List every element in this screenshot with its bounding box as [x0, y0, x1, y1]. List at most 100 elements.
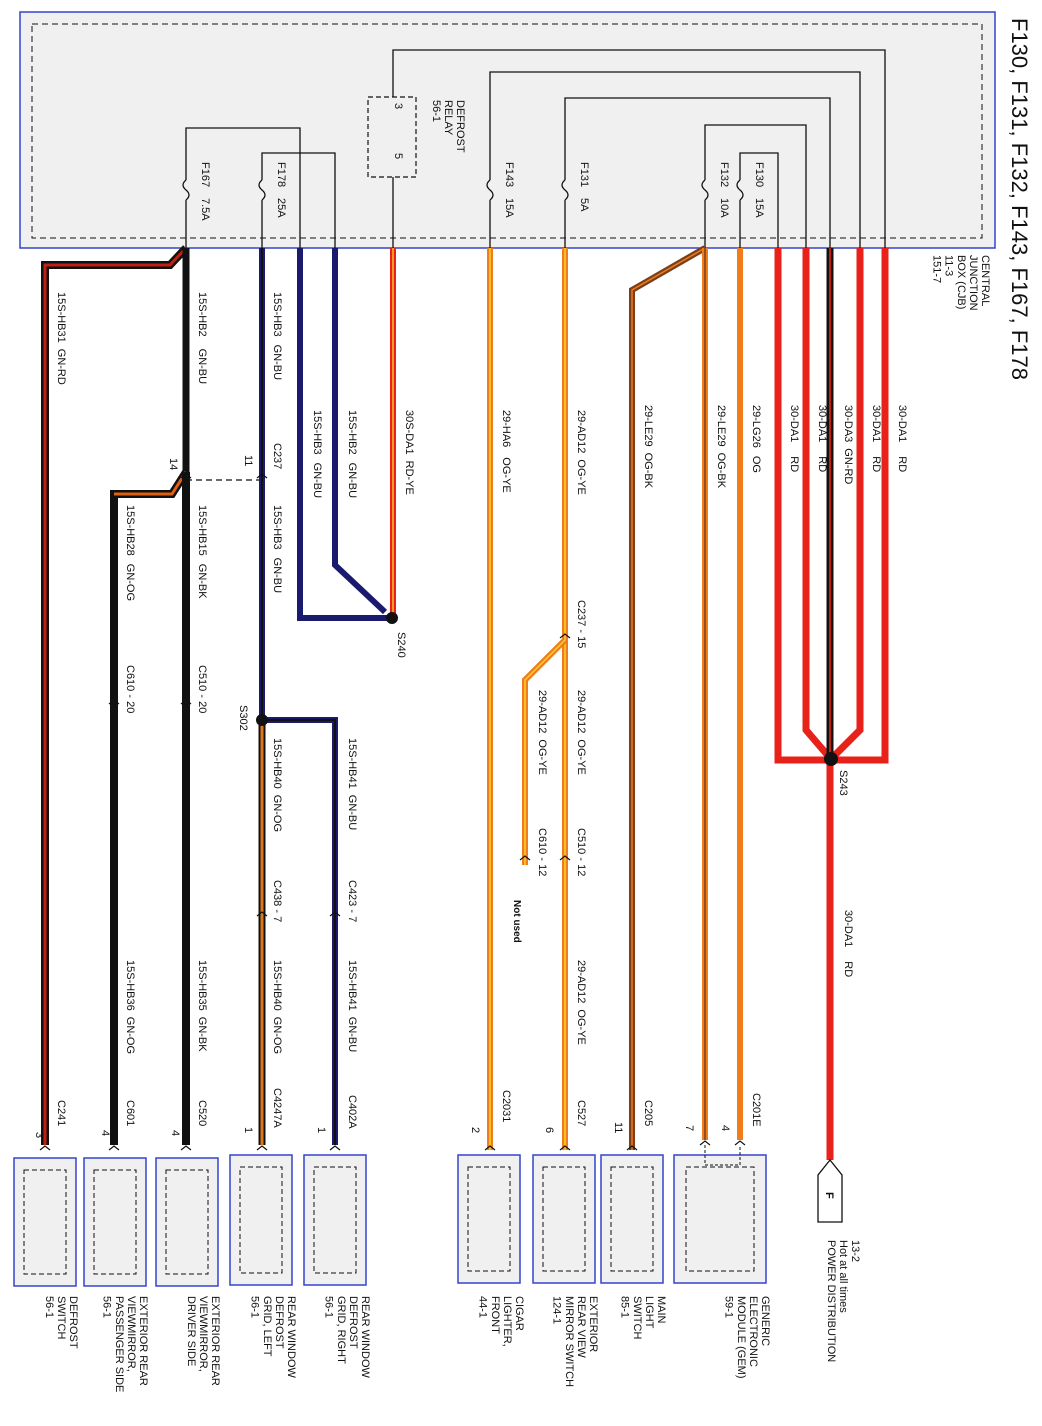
- c520-label: C520: [196, 1100, 208, 1126]
- wire-label: 15S-HB2GN-BU: [196, 292, 208, 384]
- svg-text:15A: 15A: [753, 198, 765, 218]
- component-defrost-switch: [13, 1157, 77, 1287]
- component-boxes: [13, 1145, 767, 1287]
- wire-label: 29-AD12OG-YE: [575, 690, 587, 775]
- wire-15S-HB28: [110, 469, 190, 1145]
- c241-label: C241: [55, 1100, 67, 1126]
- wire-label: 29-AD12OG-YE: [575, 410, 587, 495]
- svg-text:3: 3: [33, 1132, 45, 1138]
- label-mirror-passenger: EXTERIOR REARVIEWMIRROR,PASSENGER SIDE56…: [101, 1296, 149, 1392]
- power-distribution: F 13-2Hot at all timesPOWER DISTRIBUTION: [817, 1158, 861, 1362]
- c438-7-label: C438 - 7: [271, 880, 283, 922]
- wire-label: 30-DA1RD: [788, 405, 800, 472]
- label-cigar-lighter: CIGARLIGHTER,FRONT44-1: [477, 1296, 525, 1347]
- wire-label: 15S-HB35GN-BK: [196, 960, 208, 1052]
- svg-text:4: 4: [169, 1130, 181, 1136]
- svg-text:4: 4: [719, 1125, 731, 1131]
- relay-pin-5: 5: [392, 153, 404, 159]
- svg-text:25A: 25A: [275, 198, 287, 218]
- wire-label: 15S-HB36GN-OG: [124, 960, 136, 1054]
- c610-20-label: C610 - 20: [124, 665, 136, 713]
- c510-20-label: C510 - 20: [196, 665, 208, 713]
- svg-text:5A: 5A: [578, 198, 590, 212]
- c205-label: C205: [642, 1100, 654, 1126]
- c601-label: C601: [124, 1100, 136, 1126]
- label-main-light: MAINLIGHTSWITCH85-1: [619, 1296, 667, 1339]
- svg-text:15A: 15A: [503, 198, 515, 218]
- component-gem: [673, 1145, 767, 1284]
- power-label: 13-2Hot at all timesPOWER DISTRIBUTION: [825, 1240, 861, 1362]
- wire-label: 29-AD12OG-YE: [536, 690, 548, 775]
- wire-label: 15S-HB3GN-BU: [271, 292, 283, 380]
- component-mirror-passenger: [83, 1157, 147, 1287]
- wire-label: 29-HA6OG-YE: [500, 410, 512, 493]
- relay-label: DEFROSTRELAY56-1: [430, 100, 466, 153]
- label-grid-left: REAR WINDOWDEFROSTGRID, LEFT56-1: [249, 1296, 297, 1379]
- wire-30-DA1-bundle: [774, 248, 889, 1160]
- cjb-internal-wiring: [185, 49, 886, 248]
- wire-label: 29-AD12OG-YE: [575, 960, 587, 1045]
- wire-15S-HB31: [41, 245, 189, 1145]
- fuse-F178: F178 25A: [258, 162, 287, 218]
- svg-text:F130: F130: [753, 162, 765, 187]
- c237-label: C237: [271, 443, 283, 469]
- splice-S302: [256, 714, 268, 726]
- c2031-label: C2031: [500, 1090, 512, 1122]
- label-grid-right: REAR WINDOWDEFROSTGRID, RIGHT56-1: [323, 1296, 371, 1379]
- c402a-label: C402A: [346, 1095, 358, 1129]
- wire-label: 30S-DA1RD-YE: [403, 410, 415, 495]
- wire-15S-HB2-to-S240: [332, 248, 388, 615]
- wire-label: 15S-HB41GN-BU: [346, 960, 358, 1052]
- component-pins: 3 4 4 1 1 2 6 11 7 4: [33, 1122, 731, 1138]
- svg-text:2: 2: [469, 1127, 481, 1133]
- wire-label: 15S-HB31GN-RD: [55, 292, 67, 385]
- label-gem: GENERICELECTRONICMODULE (GEM)59-1: [723, 1296, 771, 1379]
- svg-text:F: F: [823, 1192, 835, 1199]
- svg-text:7.5A: 7.5A: [199, 198, 211, 221]
- wire-label: 15S-HB3GN-BU: [271, 505, 283, 593]
- fuse-F130: F130 15A: [736, 162, 765, 218]
- wire-label: 15S-HB40GN-OG: [271, 738, 283, 832]
- svg-text:F143: F143: [503, 162, 515, 187]
- svg-text:6: 6: [543, 1127, 555, 1133]
- svg-text:4: 4: [99, 1130, 111, 1136]
- wire-label: 30-DA1RD: [816, 405, 828, 472]
- label-mirror-driver: EXTERIOR REARVIEWMIRROR,DRIVER SIDE: [185, 1296, 221, 1386]
- c237-15-label: C237 - 15: [575, 600, 587, 648]
- defrost-relay: 3 5 DEFROSTRELAY56-1: [367, 96, 466, 178]
- fuse-F143: F143 15A: [486, 162, 515, 218]
- c4247a-label: C4247A: [271, 1088, 283, 1128]
- wire-29-AD12: [522, 248, 568, 1150]
- wire-label: 15S-HB3GN-BU: [311, 410, 323, 498]
- wire-label: 30-DA3GN-RD: [842, 405, 854, 484]
- component-mirror-switch: [532, 1154, 596, 1284]
- cjb-label: CENTRALJUNCTIONBOX (CJB)11-3151-7: [931, 255, 991, 311]
- wire-label: 30-DA1RD: [870, 405, 882, 472]
- wire-label: 30-DA1RD: [842, 910, 854, 977]
- not-used-label: Not used: [511, 900, 522, 943]
- component-defrost-grid-left: [229, 1154, 293, 1286]
- svg-text:F131: F131: [578, 162, 590, 187]
- component-mirror-driver: [155, 1157, 219, 1287]
- svg-text:10A: 10A: [718, 198, 730, 218]
- svg-text:F132: F132: [718, 162, 730, 187]
- wire-label: 15S-HB40GN-OG: [271, 960, 283, 1054]
- splice-S243: [824, 752, 838, 766]
- pin-14-label: 14: [167, 458, 179, 470]
- c610-12-label: C610 - 12: [536, 828, 548, 876]
- label-defrost-switch: DEFROSTSWITCH56-1: [43, 1296, 79, 1349]
- splice-S302-label: S302: [237, 705, 249, 731]
- wire-label: 29-LE29OG-BK: [642, 405, 654, 489]
- wire-29-LE29-main-light: [629, 245, 707, 1150]
- wire-label: 15S-HB28GN-OG: [124, 505, 136, 601]
- splice-S240-label: S240: [395, 632, 407, 658]
- wire-label: 15S-HB41GN-BU: [346, 738, 358, 830]
- svg-text:1: 1: [315, 1127, 327, 1133]
- c423-7-label: C423 - 7: [346, 880, 358, 922]
- c527-label: C527: [575, 1100, 587, 1126]
- connector-labels: C237 14 11 C610 - 20 C510 - 20 C237 - 15…: [55, 443, 762, 1129]
- component-main-light-switch: [600, 1154, 664, 1284]
- c201e-label: C201E: [750, 1093, 762, 1127]
- fuse-F131: F131 5A: [561, 162, 590, 212]
